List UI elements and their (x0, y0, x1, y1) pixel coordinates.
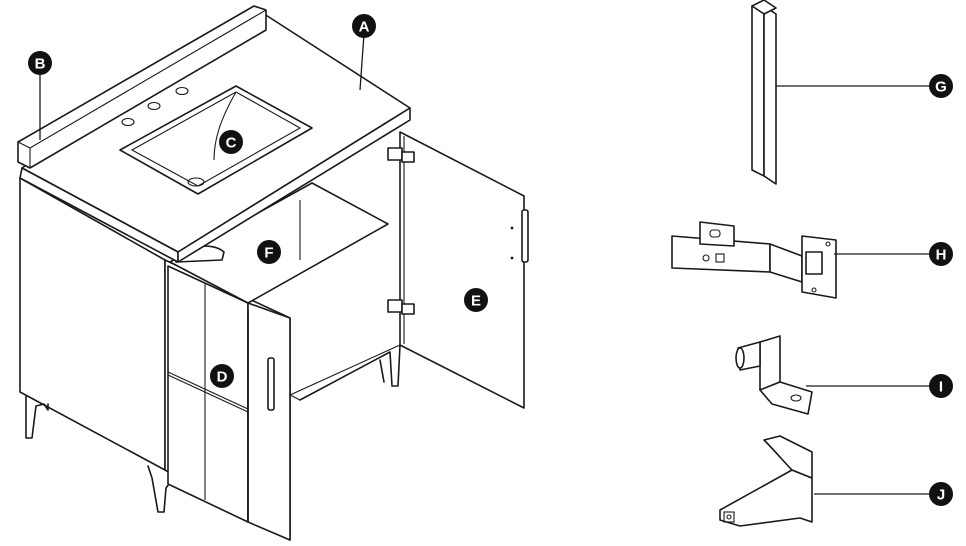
door-hinge-top-icon (387, 147, 415, 163)
door-right-open (399, 131, 529, 409)
shelf-bracket-part (735, 335, 813, 415)
label-h: H (936, 247, 947, 264)
leader-lines (39, 33, 934, 495)
label-badge-g: G (929, 74, 953, 98)
label-g: G (935, 79, 947, 96)
label-c: C (226, 135, 237, 152)
label-badge-b: B (28, 51, 52, 75)
label-d: D (217, 369, 228, 386)
faucet-holes (121, 86, 189, 127)
left-rear-leg (25, 395, 49, 439)
label-badge-e: E (464, 288, 488, 312)
label-badge-d: D (210, 364, 234, 388)
label-a: A (359, 19, 370, 36)
label-badge-i: I (929, 374, 953, 398)
leg-part (719, 435, 813, 527)
hinge-part (671, 221, 837, 299)
label-badge-j: J (929, 482, 953, 506)
cabinet-interior (289, 318, 401, 401)
label-i: I (939, 379, 943, 396)
label-badge-a: A (352, 14, 376, 38)
label-badge-f: F (257, 240, 281, 264)
label-badge-c: C (219, 130, 243, 154)
label-e: E (471, 293, 481, 310)
backsplash (17, 5, 267, 169)
door-handle-icon (267, 357, 275, 411)
label-j: J (937, 487, 945, 504)
drain-icon (187, 177, 205, 187)
label-f: F (264, 245, 273, 262)
door-left-open (247, 302, 291, 541)
label-badge-h: H (929, 242, 953, 266)
vanity-cabinet (17, 5, 529, 541)
sink-basin (119, 85, 313, 195)
filler-strip-part (751, 0, 777, 185)
door-hinge-bottom-icon (387, 299, 415, 315)
label-b: B (35, 56, 46, 73)
door-handle-icon (521, 209, 529, 263)
door-left-closed (167, 265, 249, 523)
